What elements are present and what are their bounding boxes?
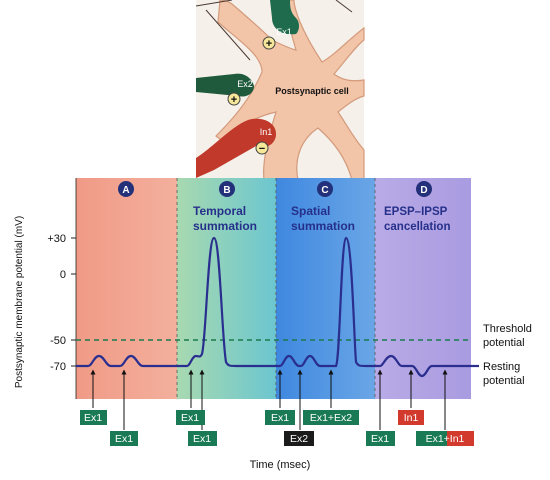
panel-d-header: D EPSP–IPSP cancellation — [384, 181, 450, 233]
in1-terminal-label: In1 — [260, 127, 273, 137]
panel-c-title-line1: Spatial — [291, 204, 330, 218]
stimulus-d1-label: Ex1 — [371, 433, 389, 445]
stimulus-box — [80, 410, 107, 425]
stimulus-c1-label: Ex1 — [271, 412, 289, 424]
ex2-terminal — [196, 73, 254, 97]
panel-b-badge — [219, 181, 235, 197]
panel-b-letter: B — [223, 185, 230, 196]
panel-c-bg — [276, 178, 375, 399]
panel-b-title-line1: Temporal — [193, 204, 246, 218]
ex1-sign: + — [266, 38, 272, 50]
panel-c-badge — [317, 181, 333, 197]
stimulus-c3-label: Ex1+Ex2 — [310, 412, 352, 424]
ex2-sign: + — [231, 94, 237, 106]
stimulus-box-inhibitory-part — [447, 431, 474, 446]
stimulus-box — [188, 431, 217, 446]
ex1-terminal-label: Ex1 — [276, 27, 292, 37]
postsynaptic-cell-label: Postsynaptic cell — [275, 86, 349, 96]
stimulus-a1-label: Ex1 — [84, 412, 102, 424]
panel-d-title-line2: cancellation — [384, 221, 450, 233]
panel-c-header: C Spatial summation — [291, 181, 355, 233]
ytick-0: 0 — [60, 269, 66, 281]
stimulus-d2-label: In1 — [404, 412, 419, 424]
postsynaptic-cell-inset: Ex1 + Ex2 + In1 − Postsynaptic cell — [195, 0, 365, 181]
panel-a-letter: A — [122, 185, 129, 196]
stimulus-box — [265, 410, 295, 425]
panel-a-header: A — [118, 181, 134, 197]
panel-a-badge — [118, 181, 134, 197]
minus-sign-icon — [255, 141, 269, 155]
stimulus-a2-label: Ex1 — [115, 433, 133, 445]
ytick-minus50: -50 — [50, 335, 66, 347]
ex1-terminal — [270, 0, 299, 35]
postsynaptic-cell-body — [215, 0, 365, 181]
panel-d-title-line1: EPSP–IPSP — [384, 206, 448, 218]
stimulus-b2-label: Ex1 — [193, 433, 211, 445]
y-axis-label: Postsynaptic membrane potential (mV) — [14, 216, 25, 388]
threshold-label-line2: potential — [483, 337, 525, 349]
membrane-potential-trace — [76, 236, 471, 378]
stimulus-box — [398, 410, 424, 425]
panel-b-header: B Temporal summation — [193, 181, 257, 233]
stimulus-box — [176, 410, 205, 425]
ytick-plus30: +30 — [47, 233, 66, 245]
panel-c-letter: C — [321, 185, 328, 196]
panel-d-letter: D — [420, 185, 427, 196]
panel-d-bg — [375, 178, 471, 399]
in1-terminal — [196, 118, 276, 178]
y-axis: +30 0 -50 -70 Postsynaptic membrane pote… — [14, 178, 77, 399]
stimulus-box — [366, 431, 395, 446]
panel-d-badge — [416, 181, 432, 197]
threshold-label-line1: Threshold — [483, 323, 532, 335]
plus-sign-icon — [227, 92, 241, 106]
stimulus-labels: Ex1 Ex1 Ex1 Ex1 Ex1 Ex2 Ex1+Ex2 Ex1 In1 … — [80, 410, 474, 446]
resting-label-line2: potential — [483, 375, 525, 387]
stimulus-box — [303, 410, 359, 425]
stimulus-d3-label: Ex1+In1 — [426, 433, 465, 445]
resting-label-line1: Resting — [483, 361, 520, 373]
stimulus-box — [284, 431, 314, 446]
stimulus-b1-label: Ex1 — [181, 412, 199, 424]
ex2-terminal-label: Ex2 — [237, 79, 253, 89]
ytick-minus70: -70 — [50, 361, 66, 373]
stimulus-c2-label: Ex2 — [290, 433, 308, 445]
stimulus-box — [110, 431, 138, 446]
x-axis-label: Time (msec) — [250, 459, 311, 471]
panel-c-title-line2: summation — [291, 219, 355, 233]
in1-sign: − — [259, 143, 265, 155]
panel-b-title-line2: summation — [193, 219, 257, 233]
plus-sign-icon — [262, 36, 276, 50]
